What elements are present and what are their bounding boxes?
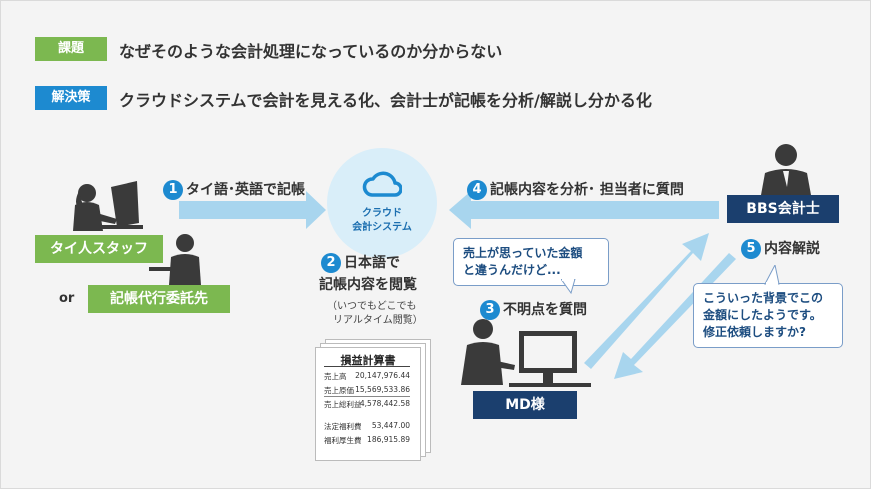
step-3-text: 不明点を質問 — [503, 302, 587, 318]
ledger-row: 売上高 20,147,976.44 — [324, 371, 410, 382]
thai-staff-box: タイ人スタッフ — [35, 235, 163, 263]
md-bubble-tail — [561, 279, 576, 295]
outsourcer-box: 記帳代行委託先 — [88, 285, 230, 313]
md-bubble-line2: と違うんだけど... — [463, 263, 561, 277]
step-2-number: 2 — [321, 253, 341, 273]
cloud-system-node: クラウド 会計システム — [327, 148, 437, 258]
ledger-row-label: 売上総利益 — [324, 400, 362, 409]
bbs-bubble-tail — [764, 265, 780, 285]
step-2-line2: 記帳内容を閲覧 — [319, 277, 417, 293]
ledger-row-label: 売上原価 — [324, 386, 354, 395]
ledger-title: 損益計算書 — [340, 354, 396, 367]
md-box: MD様 — [473, 391, 577, 419]
ledger-row: 法定福利費 53,447.00 — [324, 421, 410, 432]
ledger-row-value: 53,447.00 — [371, 421, 410, 430]
md-figure — [461, 319, 591, 387]
step-1-text: タイ語･英語で記帳 — [186, 182, 305, 198]
outsourcer-figure — [149, 234, 201, 285]
bbs-bubble-line1: こういった背景でこの — [703, 291, 824, 305]
ledger-row: 福利厚生費 186,915.89 — [324, 435, 410, 446]
cloud-icon — [362, 171, 402, 197]
solution-text: クラウドシステムで会計を見える化、会計士が記帳を分析/解説し分かる化 — [119, 91, 652, 110]
ledger-row-value: 20,147,976.44 — [355, 371, 410, 380]
cloud-label-line1: クラウド — [362, 208, 402, 219]
or-label: or — [59, 291, 75, 306]
step-1-number: 1 — [163, 180, 183, 200]
bbs-figure — [761, 144, 811, 195]
problem-text: なぜそのような会計処理になっているのか分からない — [119, 42, 503, 61]
step-5-number: 5 — [741, 239, 761, 259]
arrow-1-right — [179, 191, 326, 229]
bbs-bubble-line3: 修正依頼しますか? — [703, 325, 806, 339]
step-4-text: 記帳内容を分析･ 担当者に質問 — [490, 182, 684, 198]
problem-tag: 課題 — [35, 37, 107, 61]
ledger-row-label: 法定福利費 — [324, 422, 362, 431]
bbs-speech-bubble: こういった背景でこの 金額にしたようです。 修正依頼しますか? — [693, 283, 843, 348]
arrow-4-left — [449, 191, 719, 229]
step-4-number: 4 — [467, 180, 487, 200]
step-2-text-1: 日本語で — [344, 255, 400, 271]
cloud-label-line2: 会計システム — [352, 222, 412, 233]
step-3-number: 3 — [480, 300, 500, 320]
step-2-note-2: リアルタイム閲覧） — [333, 315, 423, 326]
ledger-row-label: 売上高 — [324, 372, 347, 381]
ledger-row-value: 4,578,442.58 — [359, 399, 410, 408]
step-5-text: 内容解説 — [764, 241, 820, 257]
thai-staff-figure — [73, 181, 143, 231]
step-2-note-1: （いつでもどこでも — [327, 301, 417, 312]
ledger-row-value: 15,569,533.86 — [355, 385, 410, 394]
bbs-bubble-line2: 金額にしたようです。 — [703, 308, 822, 322]
md-speech-bubble: 売上が思っていた金額 と違うんだけど... — [453, 238, 609, 286]
bbs-box: BBS会計士 — [727, 195, 839, 223]
ledger-row-label: 福利厚生費 — [324, 436, 362, 445]
ledger-row-value: 186,915.89 — [367, 435, 410, 444]
solution-tag: 解決策 — [35, 86, 107, 110]
arrow-3-up — [584, 233, 709, 369]
md-bubble-line1: 売上が思っていた金額 — [463, 246, 583, 260]
